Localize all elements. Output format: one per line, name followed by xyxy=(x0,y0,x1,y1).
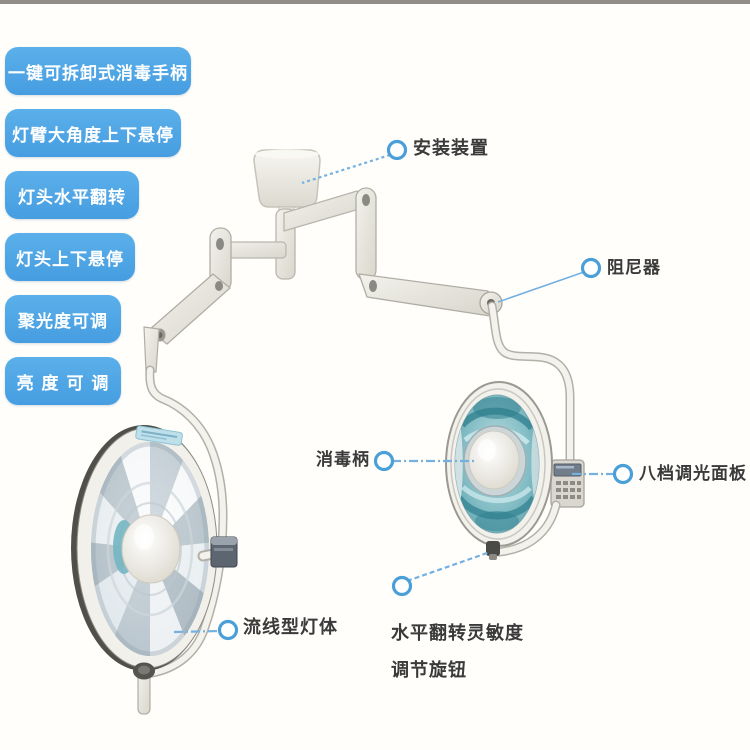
feature-label-brightness-adjust: 亮 度 可 调 xyxy=(5,357,121,405)
small-lamp-head-icon xyxy=(445,381,553,547)
knob-leader-line xyxy=(406,550,491,583)
handle-marker xyxy=(373,450,395,472)
knob-marker xyxy=(391,575,413,597)
callout-flip-knob-line2: 调节旋钮 xyxy=(391,660,467,681)
right-support-arm-icon xyxy=(283,187,503,317)
callout-dimmer-panel: 八档调光面板 xyxy=(639,464,747,484)
large-lamp-head-icon xyxy=(71,425,218,671)
large-lamp-center-handle xyxy=(121,514,181,584)
callout-flip-knob: 水平翻转灵敏度 调节旋钮 xyxy=(391,615,524,689)
callout-markers xyxy=(217,139,634,641)
dimmer-panel-icon xyxy=(550,459,585,508)
small-lamp-suspension xyxy=(487,301,575,466)
damper-leader-line xyxy=(497,271,585,303)
large-lamp-bottom-pivot xyxy=(133,662,155,715)
callout-lines xyxy=(173,153,615,634)
body-marker xyxy=(217,619,239,641)
small-reflector-swirls xyxy=(455,397,539,531)
large-lamp-side-bracket xyxy=(197,536,238,568)
body-leader-line xyxy=(173,629,221,634)
left-support-arm-icon xyxy=(143,227,287,373)
large-lamp-yoke xyxy=(145,365,228,678)
feature-label-arm-hover: 灯臂大角度上下悬停 xyxy=(5,109,181,157)
installation-marker xyxy=(386,139,408,161)
feature-label-head-hover: 灯头上下悬停 xyxy=(5,233,135,281)
feature-label-detachable-handle: 一键可拆卸式消毒手柄 xyxy=(5,47,191,95)
damper-marker xyxy=(580,257,602,279)
feature-label-head-flip: 灯头水平翻转 xyxy=(5,171,139,219)
callout-sterilize-handle: 消毒柄 xyxy=(316,450,370,470)
sterilizable-handle-icon xyxy=(463,425,527,497)
top-border-bar xyxy=(0,0,750,4)
small-lamp-yoke xyxy=(494,500,561,557)
callout-flip-knob-line1: 水平翻转灵敏度 xyxy=(391,623,524,644)
brand-strip xyxy=(135,425,183,446)
callout-damper: 阻尼器 xyxy=(607,258,661,278)
callout-lamp-body: 流线型灯体 xyxy=(243,617,338,638)
flip-sensitivity-knob-icon xyxy=(486,541,500,560)
feature-label-focus-adjust: 聚光度可调 xyxy=(5,295,121,343)
panel-marker xyxy=(612,463,634,485)
callout-installation: 安装装置 xyxy=(413,138,489,159)
